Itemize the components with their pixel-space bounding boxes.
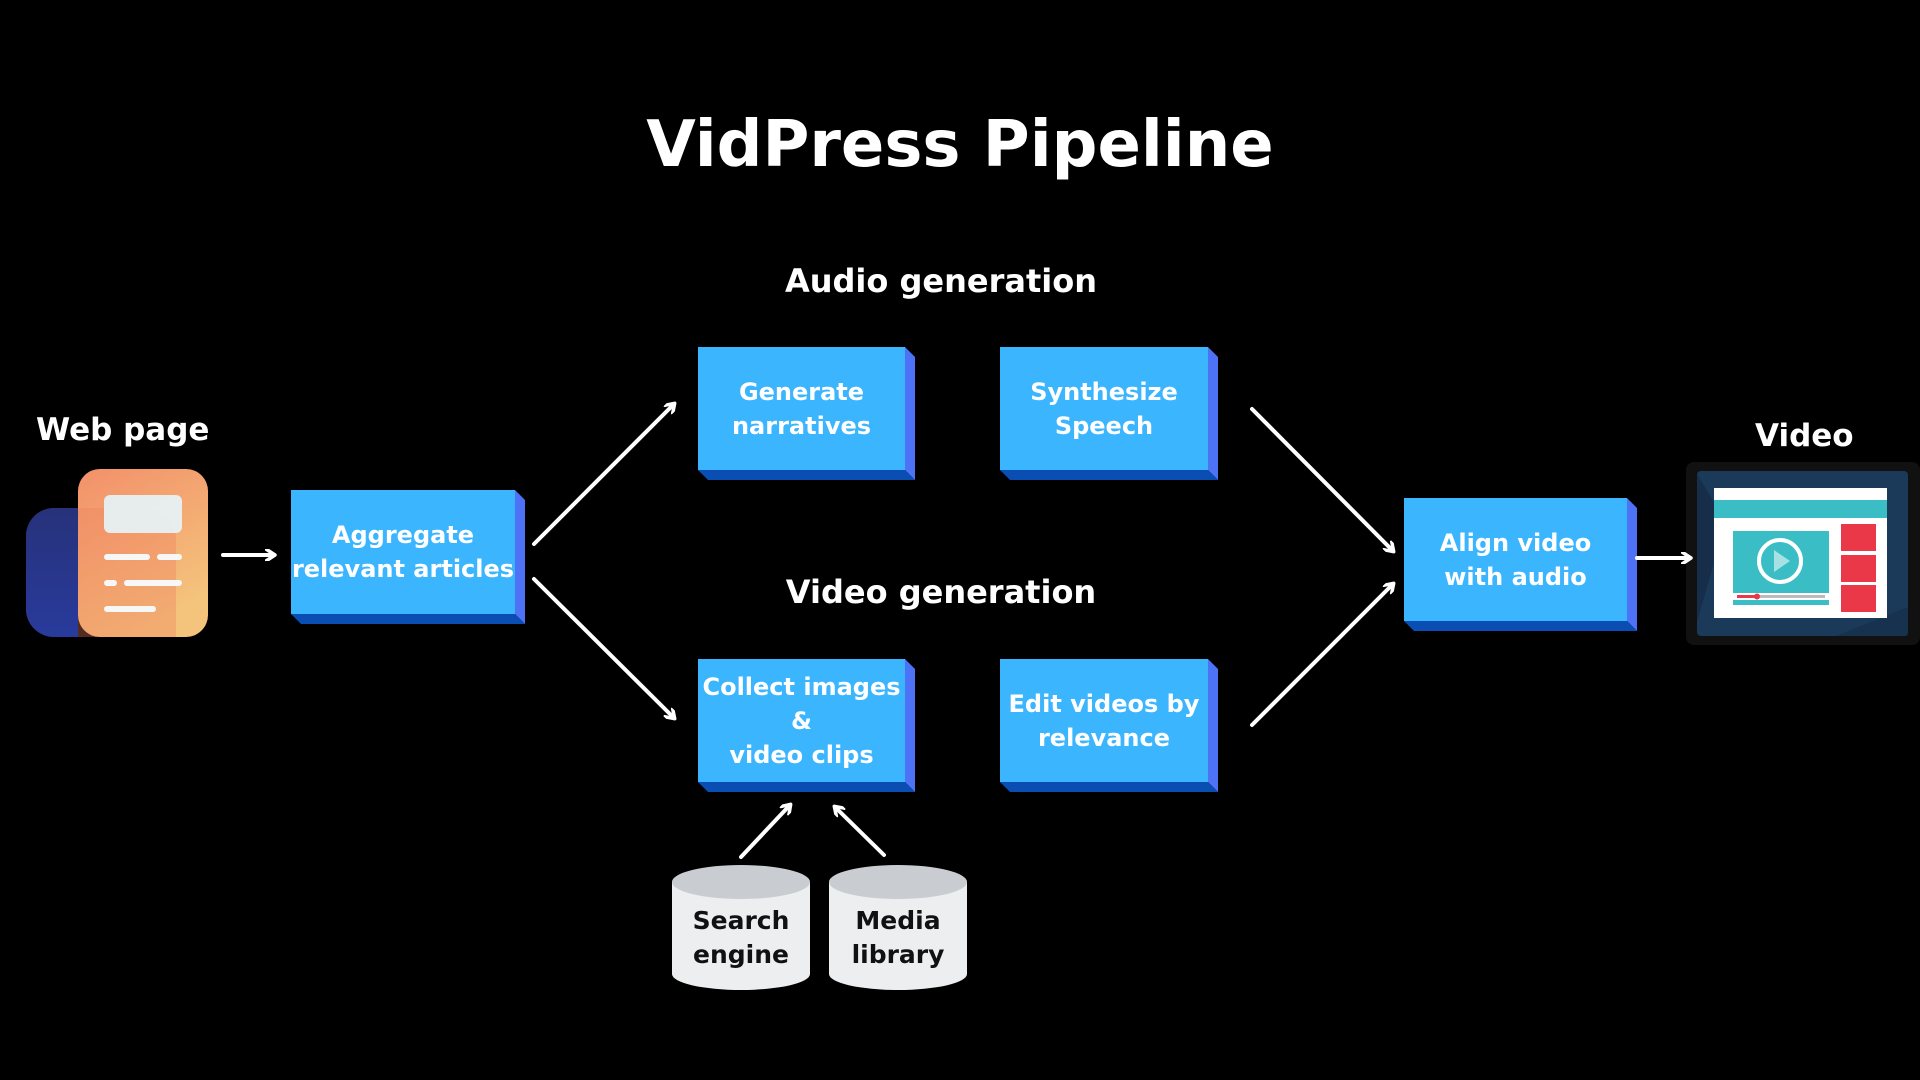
box-3d-edge (698, 347, 915, 480)
web-page-label: Web page (36, 412, 210, 448)
arrow-media-to-collect (835, 807, 886, 857)
node-line: Align video (1439, 528, 1592, 557)
edit-videos-node: Edit videos by relevance (1000, 659, 1218, 792)
diagram-title: VidPress Pipeline (646, 108, 1274, 182)
arrow-edit-to-align (1250, 584, 1393, 727)
media-library-database: Media library (829, 864, 967, 992)
video-generation-label: Video generation (785, 573, 1097, 611)
search-engine-database: Search engine (672, 864, 810, 992)
box-3d-edge (1000, 659, 1218, 792)
node-line: relevant articles (291, 555, 515, 583)
node-line: relevance (1037, 723, 1171, 752)
database-icon (672, 865, 810, 990)
node-line: Edit videos by (1008, 689, 1200, 718)
database-icon (829, 865, 967, 990)
node-line: Aggregate (331, 521, 475, 549)
arrow-aggregate-to-generate (532, 404, 674, 546)
node-line: Synthesize (1030, 377, 1178, 406)
aggregate-articles-node: Aggregate relevant articles (291, 490, 525, 624)
box-3d-edge (698, 659, 915, 792)
node-line: Collect images & (702, 672, 901, 735)
audio-generation-label: Audio generation (784, 262, 1098, 300)
box-3d-edge (1404, 498, 1637, 631)
box-3d-edge (291, 490, 525, 624)
node-line: with audio (1444, 562, 1587, 591)
arrow-aggregate-to-collect (532, 577, 674, 718)
source-line: Media (855, 906, 941, 935)
source-line: Search (692, 906, 790, 935)
generate-narratives-node: Generate narratives (698, 347, 915, 480)
video-player-icon (1686, 462, 1920, 645)
source-line: engine (693, 940, 789, 969)
box-3d-edge (1000, 347, 1218, 480)
arrow-synthesize-to-align (1250, 407, 1393, 551)
collect-media-node: Collect images & video clips (698, 659, 915, 792)
align-video-audio-node: Align video with audio (1404, 498, 1637, 631)
node-line: video clips (729, 740, 874, 769)
node-line: Speech (1054, 411, 1154, 440)
video-label: Video (1755, 418, 1854, 454)
newspaper-icon (26, 468, 210, 638)
node-line: Generate (738, 377, 865, 406)
arrow-search-to-collect (739, 805, 790, 859)
source-line: library (851, 940, 945, 969)
node-line: narratives (731, 411, 872, 440)
